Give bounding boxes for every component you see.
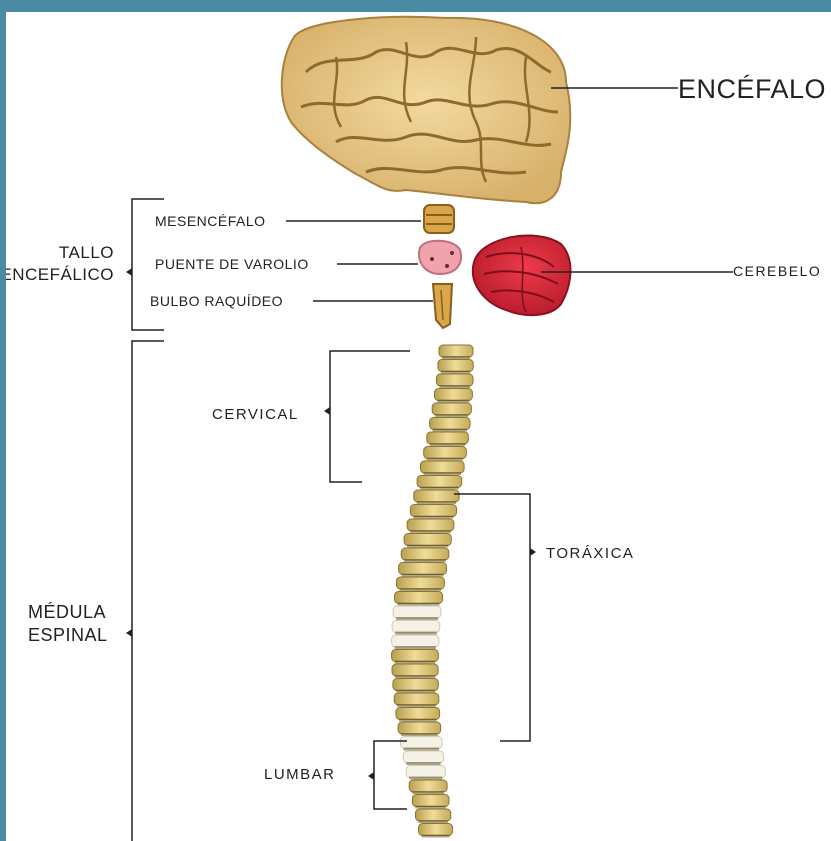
bulbo-label: BULBO RAQUÍDEO — [150, 293, 283, 309]
brain-illustration — [282, 17, 570, 203]
mesencephalon-illustration — [424, 205, 454, 233]
intervertebral-disc — [409, 777, 442, 780]
tallo-label-line2: ENCEFÁLICO — [6, 265, 114, 285]
vertebra — [393, 679, 438, 691]
cerebellum-illustration — [473, 236, 571, 316]
vertebra — [392, 621, 440, 633]
intervertebral-disc — [397, 704, 436, 707]
vertebra — [434, 389, 472, 401]
vertebra — [394, 693, 439, 705]
vertebra — [392, 664, 438, 676]
intervertebral-disc — [423, 472, 461, 475]
intervertebral-disc — [422, 835, 450, 838]
intervertebral-disc — [404, 748, 440, 751]
encefalo-label: ENCÉFALO — [678, 74, 826, 105]
pons-illustration — [419, 241, 461, 274]
vertebra — [412, 795, 449, 807]
intervertebral-disc — [417, 501, 456, 504]
vertebra — [436, 374, 473, 386]
vertebra — [392, 635, 439, 647]
intervertebral-disc — [430, 443, 466, 446]
intervertebral-disc — [433, 429, 467, 432]
diagram-frame: ENCÉFALO TALLO ENCEFÁLICO MESENCÉFALO PU… — [6, 12, 831, 841]
intervertebral-disc — [395, 675, 435, 678]
intervertebral-disc — [435, 414, 468, 417]
vertebra — [409, 780, 447, 792]
intervertebral-disc — [396, 617, 438, 620]
intervertebral-disc — [398, 603, 440, 606]
intervertebral-disc — [415, 806, 446, 809]
intervertebral-disc — [413, 516, 453, 519]
intervertebral-disc — [418, 820, 447, 823]
intervertebral-disc — [402, 574, 444, 577]
intervertebral-disc — [395, 632, 437, 635]
intervertebral-disc — [441, 371, 470, 374]
medula-label-line1: MÉDULA — [28, 602, 106, 623]
vertebra — [432, 403, 471, 415]
intervertebral-disc — [395, 661, 436, 664]
vertebra — [415, 809, 450, 821]
intervertebral-disc — [399, 588, 441, 591]
intervertebral-disc — [410, 530, 451, 533]
medula-label-line2: ESPINAL — [28, 625, 108, 646]
intervertebral-disc — [427, 458, 464, 461]
vertebra — [392, 650, 439, 662]
intervertebral-disc — [404, 559, 446, 562]
toraxica-label: TORÁXICA — [546, 545, 634, 562]
vertebra — [410, 505, 456, 517]
vertebra — [395, 592, 443, 604]
vertebra — [399, 563, 447, 575]
vertebra — [401, 548, 449, 560]
vertebra — [407, 519, 454, 531]
vertebra — [439, 345, 473, 357]
vertebra — [406, 766, 445, 778]
intervertebral-disc — [412, 791, 444, 794]
cerebelo-label: CEREBELO — [733, 263, 821, 279]
vertebra — [417, 476, 462, 488]
intervertebral-disc — [401, 733, 438, 736]
vertebra — [427, 432, 469, 444]
vertebra — [419, 824, 453, 836]
vertebra — [403, 751, 443, 763]
medulla-oblongata-illustration — [433, 284, 452, 328]
tallo-label-line1: TALLO — [59, 243, 114, 263]
bracket-arrows — [126, 268, 536, 780]
vertebra — [414, 490, 459, 502]
vertebra — [424, 447, 467, 459]
intervertebral-disc — [407, 545, 448, 548]
intervertebral-disc — [396, 690, 435, 693]
vertebra — [420, 461, 464, 473]
lumbar-label: LUMBAR — [264, 766, 336, 783]
intervertebral-disc — [442, 356, 470, 359]
intervertebral-disc — [420, 487, 459, 490]
vertebra — [396, 577, 444, 589]
intervertebral-disc — [406, 762, 440, 765]
vertebra — [430, 418, 470, 430]
nervous-system-illustration — [6, 12, 831, 841]
puente-label: PUENTE DE VAROLIO — [155, 256, 309, 272]
vertebra — [393, 606, 441, 618]
vertebra — [401, 737, 443, 749]
intervertebral-disc — [395, 646, 436, 649]
vertebra — [438, 360, 473, 372]
vertebra — [398, 722, 441, 734]
vertebra — [396, 708, 440, 720]
mesencefalo-label: MESENCÉFALO — [155, 213, 266, 229]
spinal-column-illustration — [392, 345, 474, 838]
intervertebral-disc — [439, 385, 470, 388]
intervertebral-disc — [399, 719, 437, 722]
cervical-label: CERVICAL — [212, 406, 299, 423]
vertebra — [404, 534, 451, 546]
intervertebral-disc — [437, 400, 469, 403]
